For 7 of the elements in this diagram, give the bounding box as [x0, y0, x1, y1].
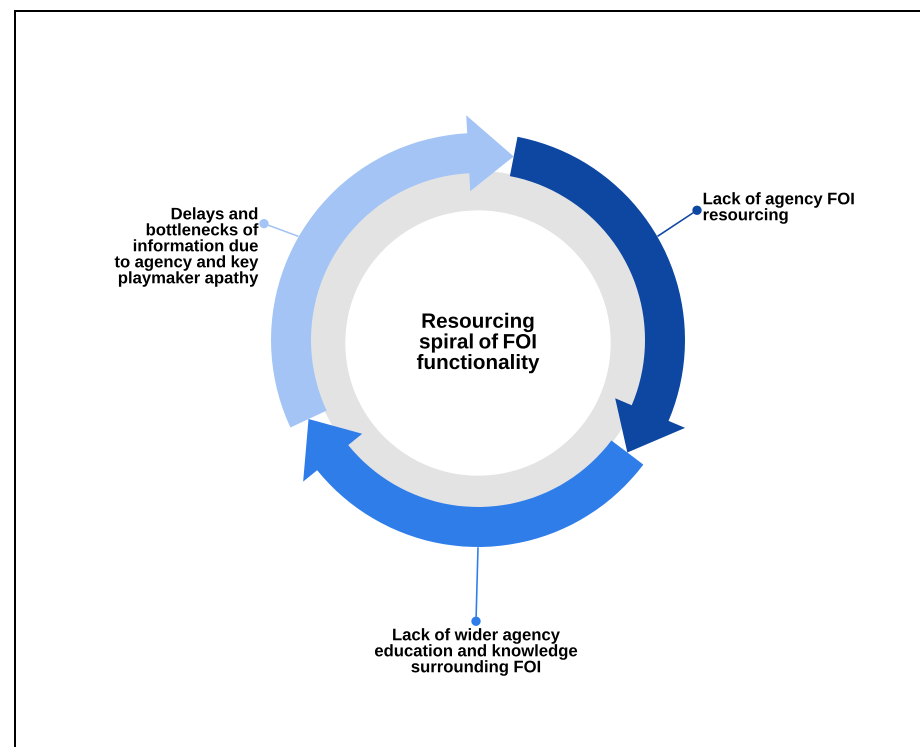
- label-text: Delays and bottlenecks of information due to agency and key playmaker apathy: [114, 207, 258, 287]
- label-text: Lack of agency FOI resourcing: [704, 192, 854, 224]
- leader-line: [657, 206, 702, 237]
- leader-line: [471, 547, 481, 626]
- ring-segment: [303, 419, 644, 547]
- leader-line: [259, 218, 299, 238]
- label-text: Lack of wider agency education and knowledge surrounding FOI: [374, 628, 578, 676]
